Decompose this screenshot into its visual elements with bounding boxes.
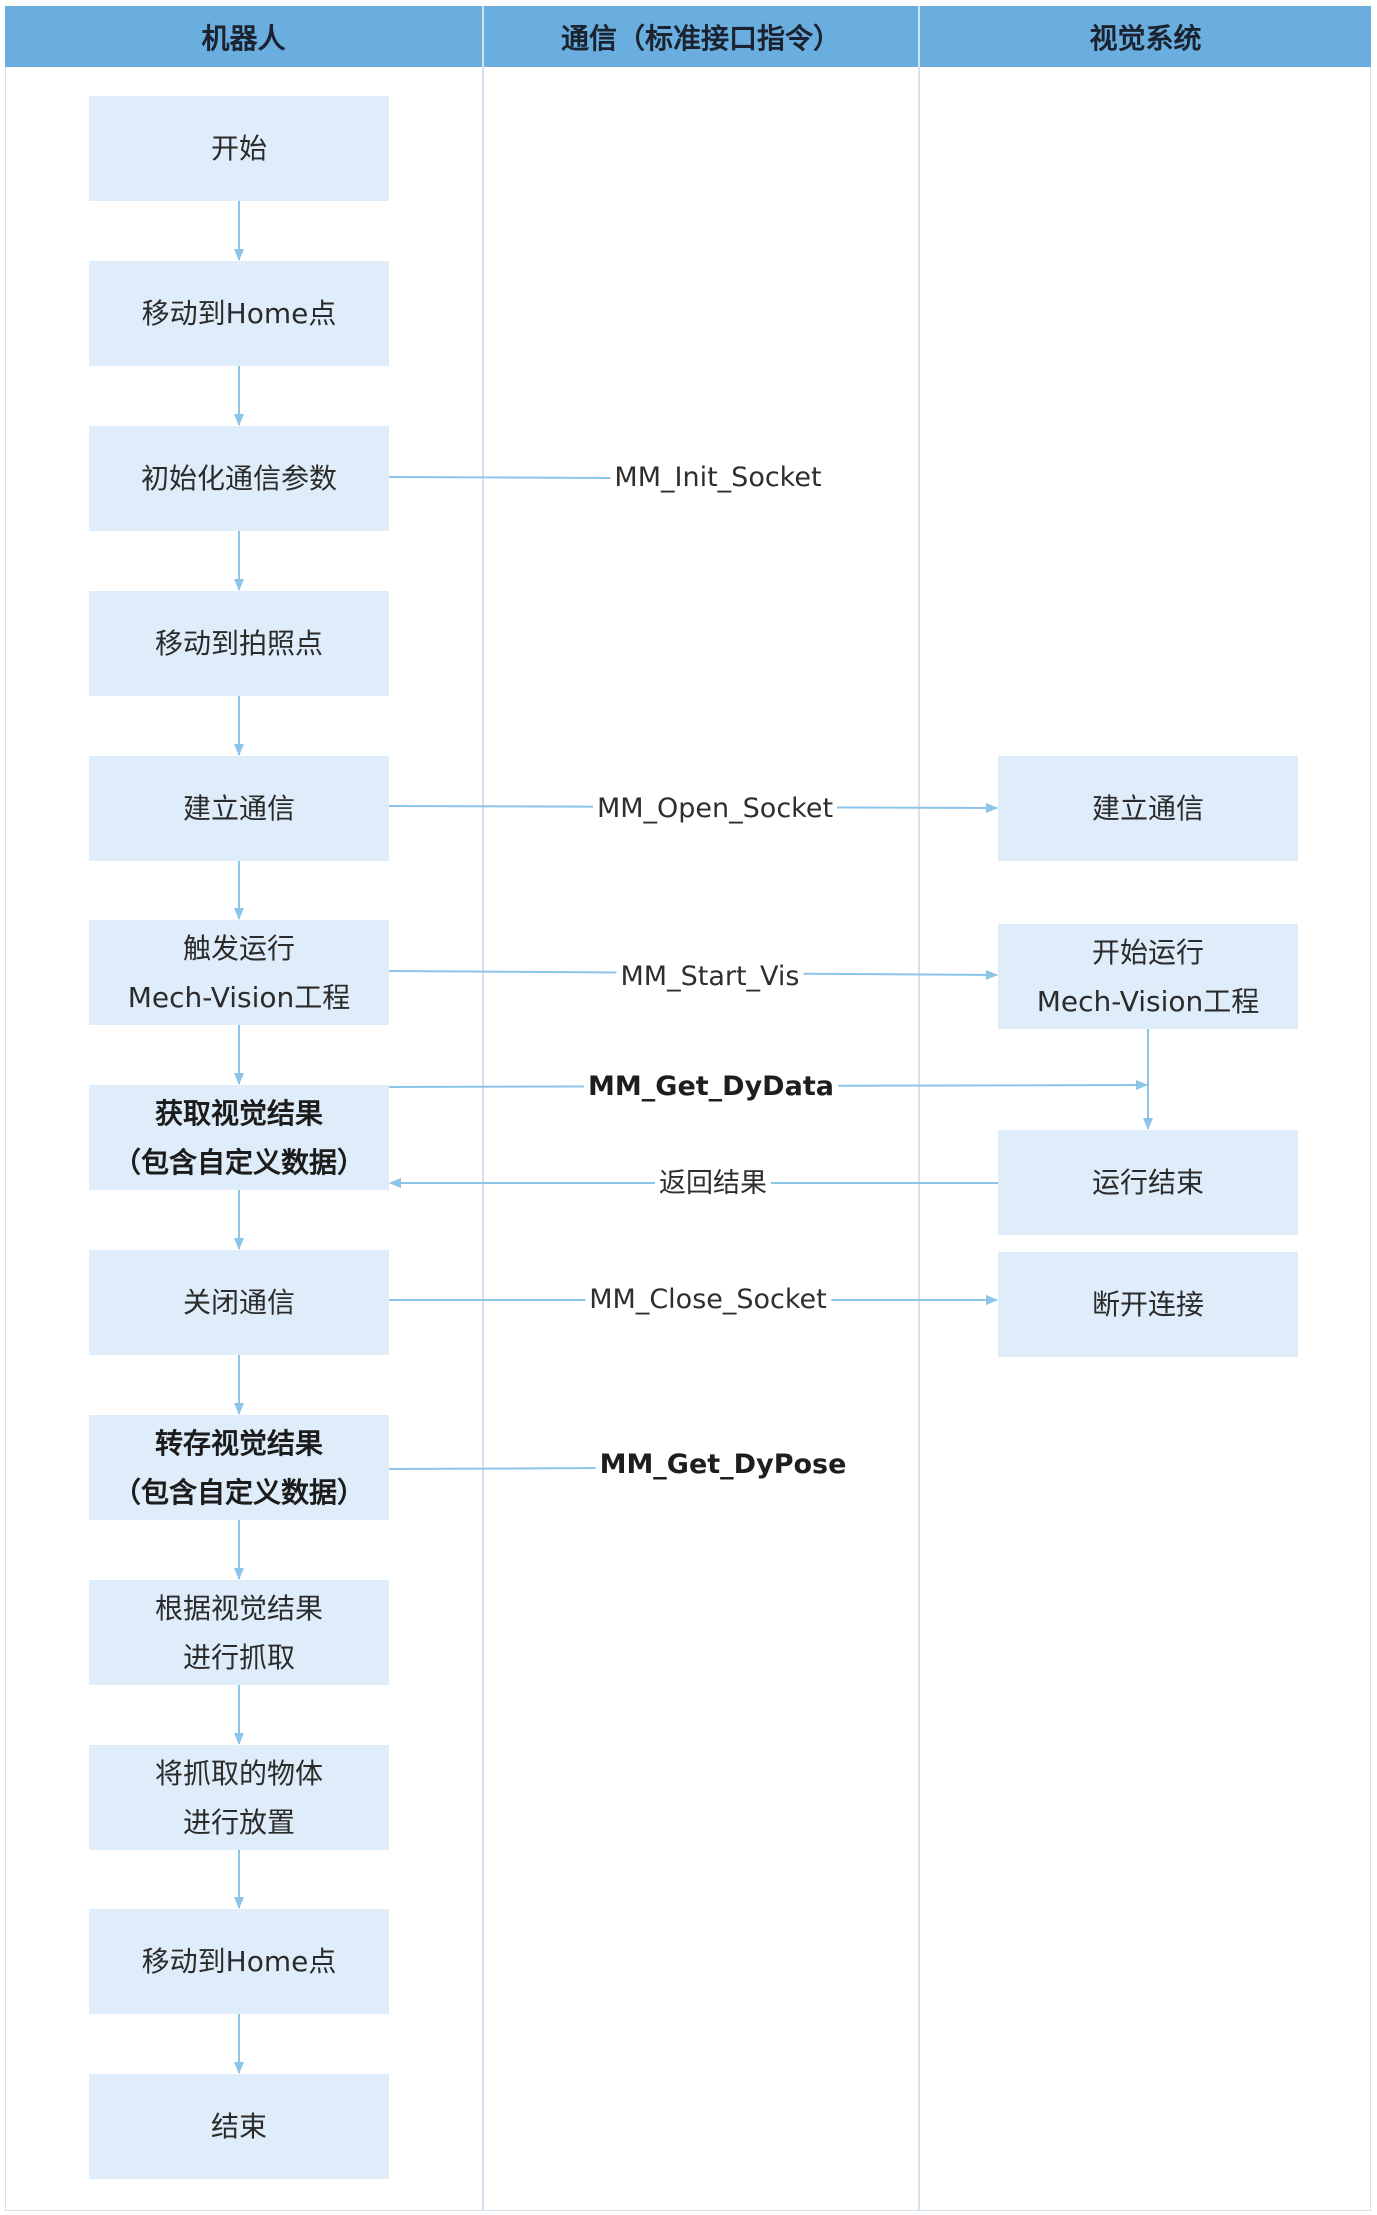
robot-step-get-vision-result: 获取视觉结果 （包含自定义数据） bbox=[89, 1085, 389, 1190]
robot-step-move-home-text: 移动到Home点 bbox=[141, 297, 337, 330]
message-label: MM_Get_DyPose bbox=[595, 1445, 851, 1485]
lane-header-comm: 通信（标准接口指令） bbox=[484, 6, 918, 67]
robot-step-start-text: 开始 bbox=[210, 132, 267, 165]
lane-header-vision: 视觉系统 bbox=[920, 6, 1371, 67]
robot-step-get-vision-result-text: 获取视觉结果 bbox=[154, 1096, 323, 1130]
robot-step-end-text: 结束 bbox=[210, 2110, 267, 2143]
robot-step-trigger-run-text: Mech-Vision工程 bbox=[127, 980, 351, 1014]
robot-step-end: 结束 bbox=[89, 2074, 389, 2179]
robot-step-place-object-text: 将抓取的物体 bbox=[154, 1756, 323, 1790]
robot-step-trigger-run-text: 触发运行 bbox=[182, 931, 295, 965]
robot-step-init-comm-params: 初始化通信参数 bbox=[89, 426, 389, 531]
vision-run-finished: 运行结束 bbox=[998, 1130, 1298, 1235]
message-label: MM_Close_Socket bbox=[585, 1280, 831, 1320]
robot-step-start: 开始 bbox=[89, 96, 389, 201]
robot-step-save-vision-result-text: 转存视觉结果 bbox=[154, 1426, 323, 1460]
vision-disconnect: 断开连接 bbox=[998, 1252, 1298, 1357]
robot-step-save-vision-result-text: （包含自定义数据） bbox=[112, 1475, 365, 1509]
robot-step-trigger-run: 触发运行 Mech-Vision工程 bbox=[89, 920, 389, 1025]
robot-step-move-home-end: 移动到Home点 bbox=[89, 1909, 389, 2014]
lane-divider bbox=[482, 6, 484, 2211]
robot-step-init-comm-params-text: 初始化通信参数 bbox=[140, 462, 337, 495]
robot-step-close-comm-text: 关闭通信 bbox=[182, 1286, 295, 1319]
vision-start-run-text: 开始运行 bbox=[1091, 935, 1204, 969]
robot-step-move-photo-point: 移动到拍照点 bbox=[89, 591, 389, 696]
message-line bbox=[388, 476, 613, 479]
robot-step-close-comm: 关闭通信 bbox=[89, 1250, 389, 1355]
robot-step-pick-by-result-text: 根据视觉结果 bbox=[154, 1591, 323, 1625]
message-label: MM_Get_DyData bbox=[584, 1067, 838, 1107]
message-line bbox=[388, 1467, 613, 1470]
message-label: MM_Start_Vis bbox=[616, 957, 804, 997]
robot-step-save-vision-result: 转存视觉结果 （包含自定义数据） bbox=[89, 1415, 389, 1520]
lane-divider bbox=[918, 6, 920, 2211]
vision-start-run-text: Mech-Vision工程 bbox=[1036, 984, 1260, 1018]
robot-step-move-photo-point-text: 移动到拍照点 bbox=[154, 627, 323, 660]
robot-step-move-home-end-text: 移动到Home点 bbox=[141, 1945, 337, 1978]
vision-run-finished-text: 运行结束 bbox=[1091, 1166, 1204, 1199]
message-label: MM_Init_Socket bbox=[610, 458, 826, 498]
vision-disconnect-text: 断开连接 bbox=[1091, 1288, 1204, 1321]
lane-header-robot: 机器人 bbox=[5, 6, 482, 67]
robot-step-place-object: 将抓取的物体进行放置 bbox=[89, 1745, 389, 1850]
robot-step-move-home: 移动到Home点 bbox=[89, 261, 389, 366]
message-label: 返回结果 bbox=[655, 1164, 771, 1204]
vision-open-comm-text: 建立通信 bbox=[1091, 792, 1204, 825]
robot-step-pick-by-result-text: 进行抓取 bbox=[182, 1640, 295, 1674]
robot-step-open-comm-text: 建立通信 bbox=[182, 792, 295, 825]
vision-open-comm: 建立通信 bbox=[998, 756, 1298, 861]
robot-step-place-object-text: 进行放置 bbox=[182, 1805, 295, 1839]
message-label: MM_Open_Socket bbox=[592, 789, 838, 829]
robot-step-get-vision-result-text: （包含自定义数据） bbox=[112, 1145, 365, 1179]
robot-step-open-comm: 建立通信 bbox=[89, 756, 389, 861]
robot-step-pick-by-result: 根据视觉结果进行抓取 bbox=[89, 1580, 389, 1685]
vision-start-run: 开始运行 Mech-Vision工程 bbox=[998, 924, 1298, 1029]
